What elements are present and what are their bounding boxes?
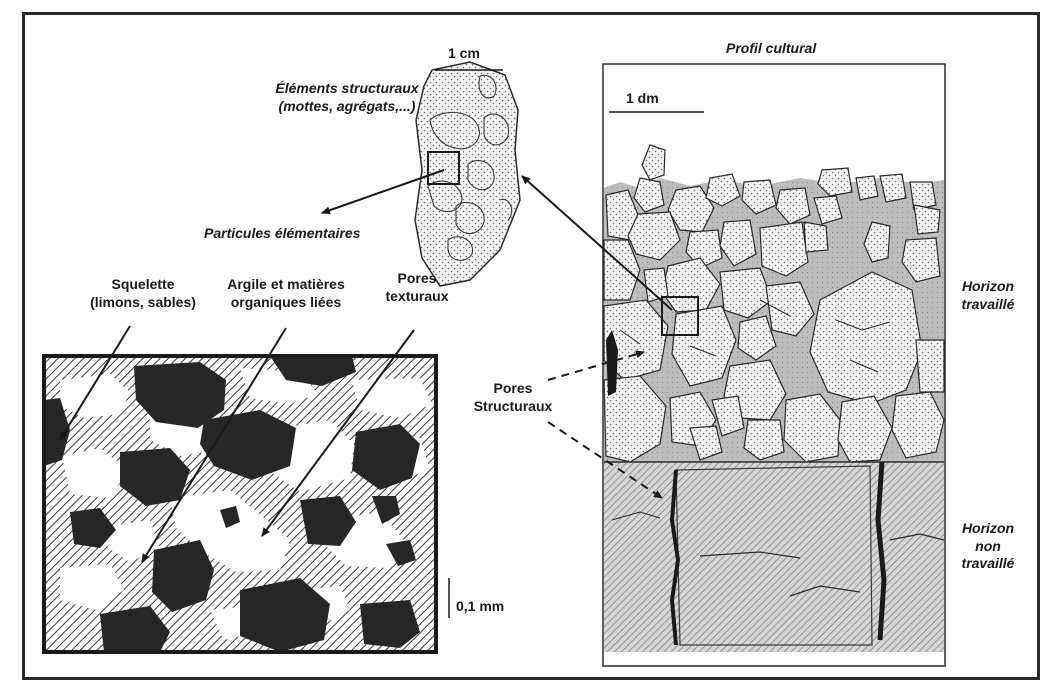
scale-label-dm: 1 dm (626, 90, 659, 108)
label-structural-elements-line1: Éléments structuraux (262, 80, 432, 98)
label-structural-elements-line2: (mottes, agrégats,...) (262, 98, 432, 116)
label-textural-pores-line2: texturaux (372, 288, 462, 306)
label-untilled-horizon-line3: travaillé (950, 555, 1026, 573)
label-tilled-horizon-line1: Horizon (950, 278, 1026, 296)
label-untilled-horizon: Horizon non travaillé (950, 520, 1026, 573)
label-tilled-horizon-line2: travaillé (950, 296, 1026, 314)
label-structural-pores-line2: Structuraux (468, 398, 558, 416)
label-textural-pores: Pores texturaux (372, 270, 462, 305)
label-skeleton-line1: Squelette (78, 276, 208, 294)
label-structural-pores-line1: Pores (468, 380, 558, 398)
label-clay-organic-line1: Argile et matières (216, 276, 356, 294)
scale-label-mm: 0,1 mm (456, 598, 504, 616)
label-clay-organic-line2: organiques liées (216, 294, 356, 312)
label-skeleton-line2: (limons, sables) (78, 294, 208, 312)
label-structural-elements: Éléments structuraux (mottes, agrégats,.… (262, 80, 432, 115)
label-structural-pores: Pores Structuraux (468, 380, 558, 415)
label-textural-pores-line1: Pores (372, 270, 462, 288)
label-elementary-particles: Particules élémentaires (204, 225, 360, 243)
label-tilled-horizon: Horizon travaillé (950, 278, 1026, 313)
soil-profile (603, 64, 945, 666)
profile-title: Profil cultural (726, 40, 816, 58)
label-skeleton: Squelette (limons, sables) (78, 276, 208, 311)
label-untilled-horizon-line2: non (950, 538, 1026, 556)
microstructure-panel (44, 356, 449, 652)
scale-label-cm: 1 cm (448, 45, 480, 63)
label-clay-organic: Argile et matières organiques liées (216, 276, 356, 311)
label-untilled-horizon-line1: Horizon (950, 520, 1026, 538)
